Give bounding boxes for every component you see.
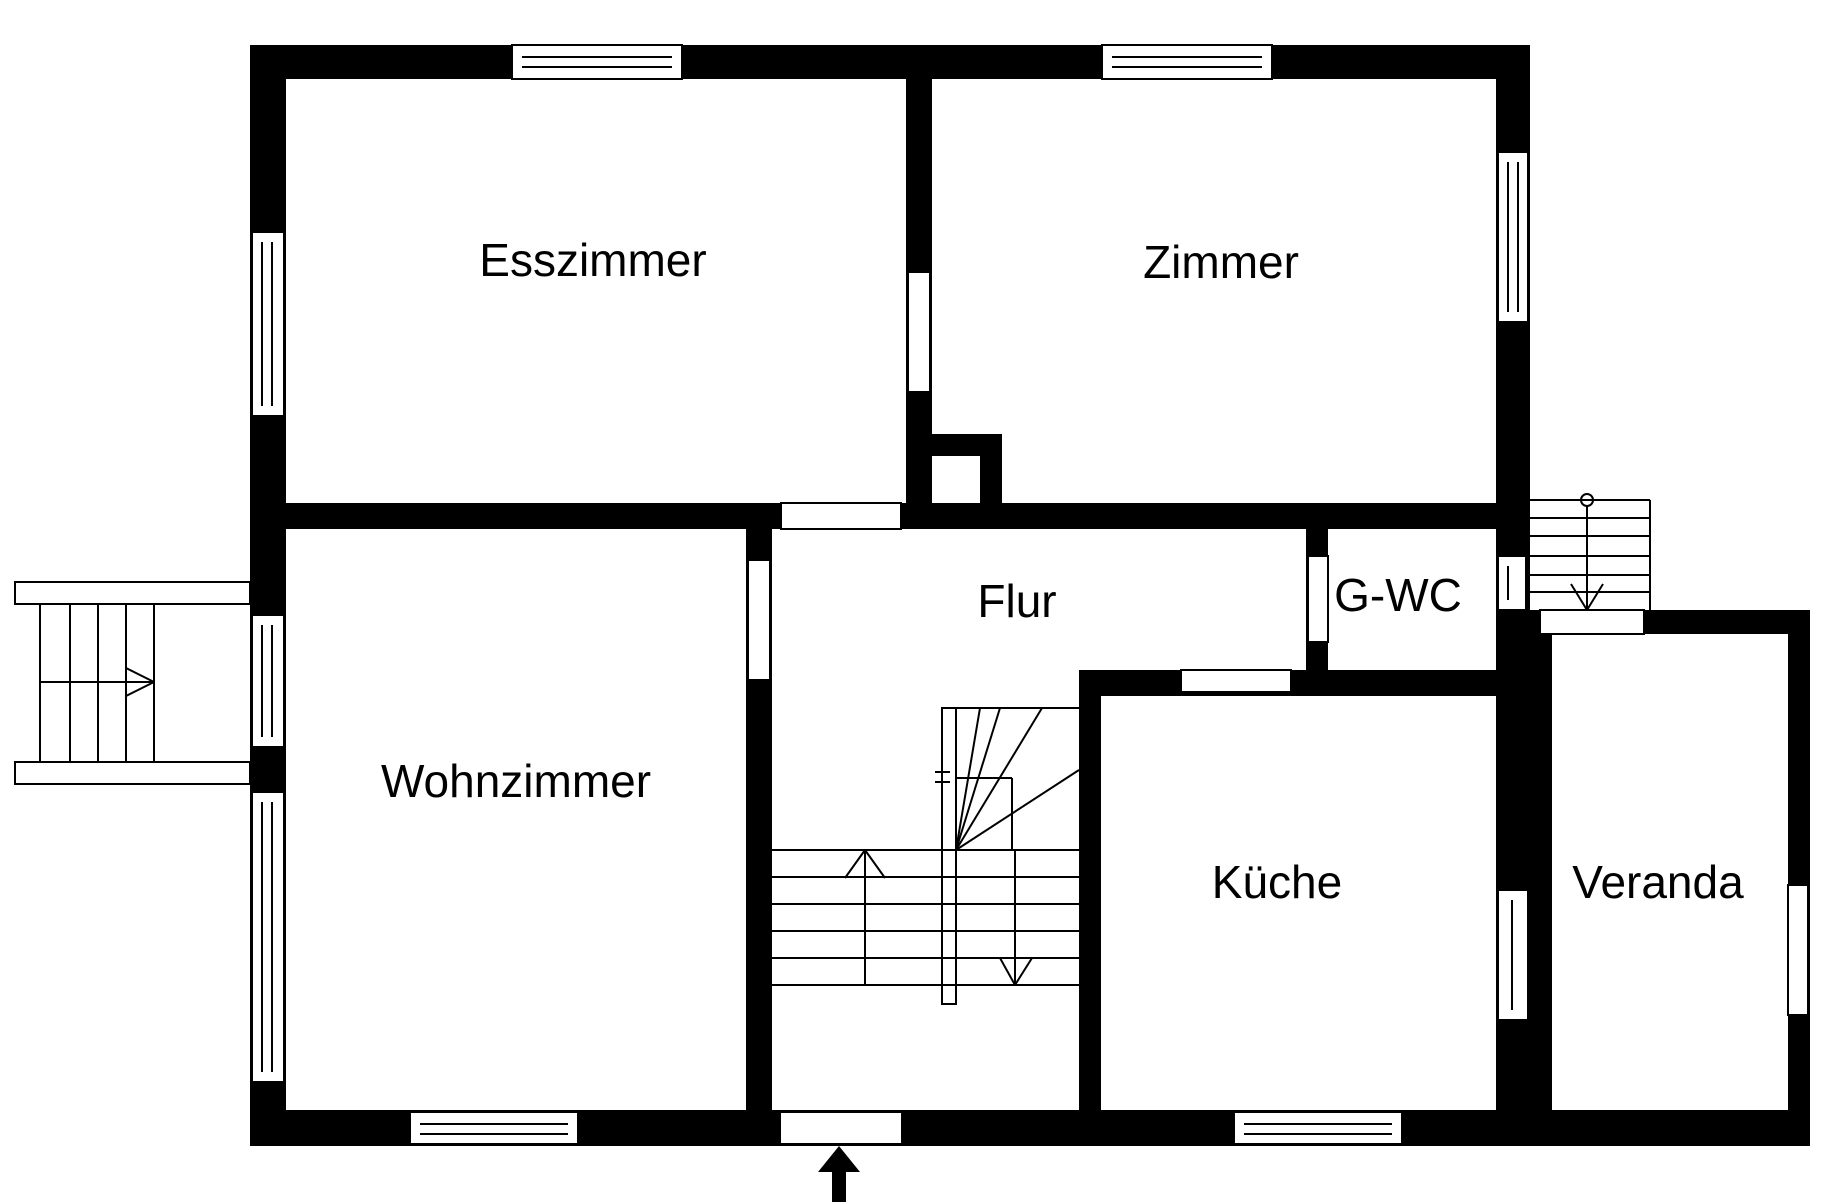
door-openings xyxy=(747,271,1645,1145)
room-label-esszimmer: Esszimmer xyxy=(479,234,706,286)
room-label-flur: Flur xyxy=(977,575,1056,627)
room-label-veranda: Veranda xyxy=(1572,856,1744,908)
room-label-wohnzimmer: Wohnzimmer xyxy=(381,755,651,807)
room-label-kueche: Küche xyxy=(1212,856,1342,908)
left-exterior-steps xyxy=(14,581,251,785)
main-staircase xyxy=(772,707,1080,1005)
room-label-zimmer: Zimmer xyxy=(1143,236,1299,288)
room-labels: Esszimmer Zimmer Wohnzimmer Flur G-WC Kü… xyxy=(381,234,1744,908)
windows xyxy=(251,44,1809,1145)
entrance-arrow-icon xyxy=(818,1146,860,1202)
room-label-g-wc: G-WC xyxy=(1334,569,1462,621)
right-exterior-steps xyxy=(1530,493,1651,611)
